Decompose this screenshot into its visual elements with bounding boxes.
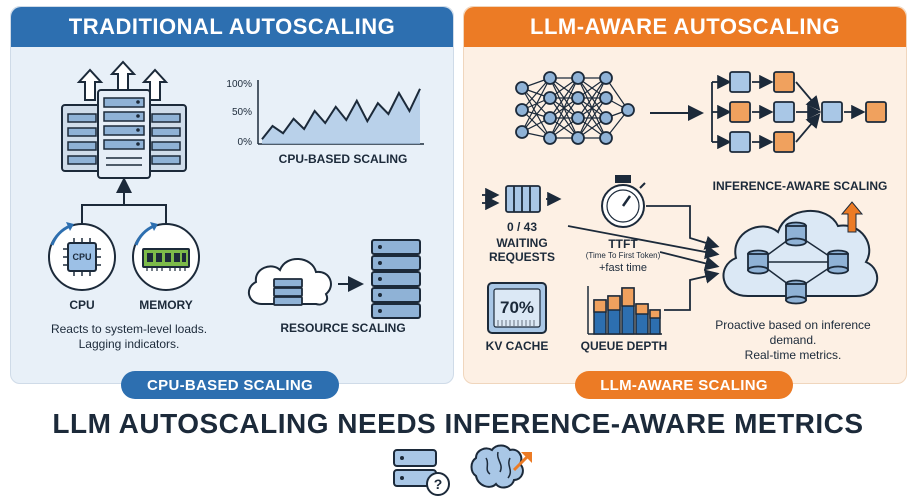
cloud-server-icon [247, 258, 332, 306]
chart-tick-50: 50% [231, 107, 252, 118]
nn-node [599, 91, 613, 105]
resource-scaling-label: RESOURCE SCALING [280, 321, 406, 335]
nn-node [571, 111, 585, 125]
queue-depth-label: QUEUE DEPTH [580, 339, 668, 353]
nn-edge [521, 97, 551, 133]
cpu-chip-text: CPU [72, 252, 92, 262]
nn-node [571, 131, 585, 145]
nn-node [543, 91, 557, 105]
brain-growth-icon [470, 444, 532, 489]
nn-node [543, 131, 557, 145]
chart-tick-100: 100% [226, 79, 252, 90]
nn-node [515, 103, 529, 117]
nn-node [571, 71, 585, 85]
metrics-to-cloud-connectors [567, 205, 720, 311]
nn-node [571, 91, 585, 105]
cpu-chip-icon [48, 222, 116, 291]
cpu-based-scaling-pill: CPU-BASED SCALING [121, 371, 339, 399]
kv-cache-gauge-icon [487, 282, 547, 334]
nn-node [621, 103, 635, 117]
metric-to-server-connector [81, 177, 167, 225]
svg-text:?: ? [434, 476, 443, 492]
nn-node [543, 111, 557, 125]
ttft-subtitle: (Time To First Token) [585, 251, 661, 260]
cpu-label: CPU [69, 298, 95, 312]
traditional-description: Reacts to system-level loads. Lagging in… [50, 322, 208, 351]
traditional-autoscaling-panel: TRADITIONAL AUTOSCALING [10, 6, 454, 384]
llm-aware-description: Proactive based on inference demand. Rea… [715, 318, 871, 362]
nn-edge [577, 97, 607, 139]
server-question-icon: ? [393, 449, 450, 496]
nn-edge [521, 87, 551, 139]
queue-depth-chart-icon [587, 286, 662, 335]
waiting-label: WAITING [496, 236, 548, 250]
nn-node [515, 125, 529, 139]
neural-network-icon [515, 71, 635, 145]
ttft-label: TTFT [608, 237, 638, 251]
server-stack-icon [371, 239, 421, 319]
request-queue-icon [482, 185, 562, 213]
nn-edge [577, 77, 607, 139]
cpu-based-scaling-chart-label: CPU-BASED SCALING [278, 152, 408, 166]
scale-up-arrow-icon [840, 201, 864, 233]
nn-edge [577, 77, 607, 119]
nn-node [599, 111, 613, 125]
waiting-count: 0 / 43 [506, 220, 538, 234]
memory-module-icon [132, 222, 200, 291]
inference-cloud-icon [722, 210, 879, 305]
nn-node [599, 71, 613, 85]
cpu-chart-series [261, 88, 421, 144]
ttft-fast-time: +fast time [599, 262, 647, 274]
memory-label: MEMORY [139, 298, 193, 312]
nn-edge [549, 77, 579, 119]
requests-label: REQUESTS [488, 250, 555, 264]
llm-aware-scaling-pill: LLM-AWARE SCALING [575, 371, 793, 399]
nn-edge [521, 77, 551, 111]
nn-edge [549, 77, 579, 139]
cpu-chart-area [262, 88, 420, 144]
cpu-chart-line [261, 88, 421, 140]
chart-tick-0: 0% [237, 137, 252, 148]
nn-node [599, 131, 613, 145]
inference-pipeline-icon [711, 71, 887, 153]
kv-cache-value: 70% [499, 298, 535, 317]
kv-cache-label: KV CACHE [485, 339, 549, 353]
stopwatch-icon [601, 175, 646, 228]
traditional-autoscaling-header: TRADITIONAL AUTOSCALING [11, 7, 453, 47]
nn-node [515, 81, 529, 95]
inference-aware-scaling-label: INFERENCE-AWARE SCALING [712, 179, 888, 193]
nn-edge [549, 97, 579, 139]
llm-aware-autoscaling-header: LLM-AWARE AUTOSCALING [464, 7, 906, 47]
nn-edge [521, 77, 551, 133]
nn-node [543, 71, 557, 85]
server-cluster-icon [61, 89, 187, 179]
main-title: LLM AUTOSCALING NEEDS INFERENCE-AWARE ME… [52, 408, 864, 439]
